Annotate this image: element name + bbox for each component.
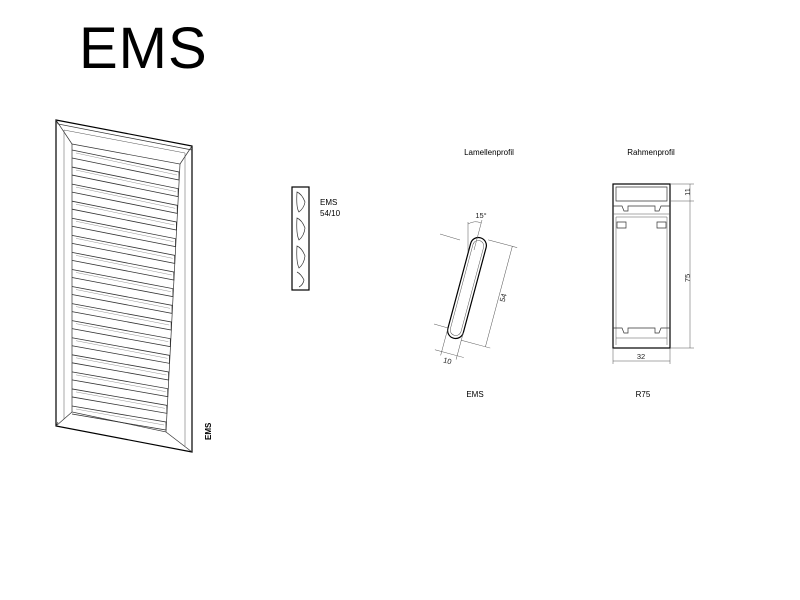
slat-symbol-label-2: 54/10 [320, 209, 341, 218]
page-title: EMS [79, 16, 208, 81]
louvre-slat-edge [75, 306, 170, 326]
louvre-slat-edge [75, 255, 172, 276]
louvre-slat [71, 269, 174, 298]
louvre-slat [71, 252, 175, 281]
louvre-slat [71, 303, 172, 331]
louvre-slat [71, 388, 168, 414]
louvre-slat [71, 405, 167, 431]
slat-profile-heading: Lamellenprofil [464, 148, 514, 157]
frame-profile-drawing: Rahmenprofil 11 75 32 R75 [612, 148, 694, 399]
louvre-slat-edge [75, 169, 177, 192]
louvre-slat-edge [75, 221, 174, 242]
slat-length-dim: 54 [498, 293, 509, 303]
louvre-slat-edge [75, 204, 175, 226]
shutter-label: EMS [204, 422, 213, 440]
louvre-slat-edge [75, 186, 176, 209]
louvre-slat-edge [75, 289, 171, 309]
shutter-drawing: EMS [55, 119, 213, 453]
slat-profile-drawing: Lamellenprofil 54 10 15° EMS [433, 148, 518, 399]
louvre-slat-edge [75, 238, 173, 259]
frame-top-dim: 11 [683, 188, 692, 196]
louvre-slat [71, 320, 171, 348]
slat-profile-caption: EMS [466, 390, 483, 399]
slat-thickness-dim: 10 [442, 356, 452, 367]
louvre-slat [71, 286, 173, 314]
louvre-slat-edge [75, 340, 168, 359]
louvre-slat [71, 149, 180, 181]
louvre-slat-edge [75, 391, 165, 409]
frame-profile-heading: Rahmenprofil [627, 148, 675, 157]
louvre-slat [71, 200, 177, 231]
louvre-slat [71, 234, 176, 264]
louvre-slat [71, 337, 170, 364]
louvre-slat-edge [75, 357, 167, 376]
louvre-slat [71, 217, 176, 248]
louvre-slat-edge [75, 374, 166, 392]
frame-height-dim: 75 [683, 274, 692, 282]
slat-symbol: EMS 54/10 [291, 186, 341, 291]
louvre-slat-edge [75, 408, 165, 426]
louvre-slat-edge [75, 272, 171, 292]
louvre-slat [71, 371, 169, 398]
slat-symbol-label-1: EMS [320, 198, 337, 207]
slat-angle-dim: 15° [475, 211, 486, 220]
louvre-slat-edge [75, 323, 169, 342]
frame-width-dim: 32 [637, 352, 645, 361]
louvre-slat [71, 166, 179, 198]
louvre-slats [71, 149, 180, 431]
frame-profile-caption: R75 [636, 390, 651, 399]
louvre-slat [71, 183, 178, 214]
louvre-slat [71, 354, 169, 381]
louvre-slat-edge [75, 152, 178, 176]
